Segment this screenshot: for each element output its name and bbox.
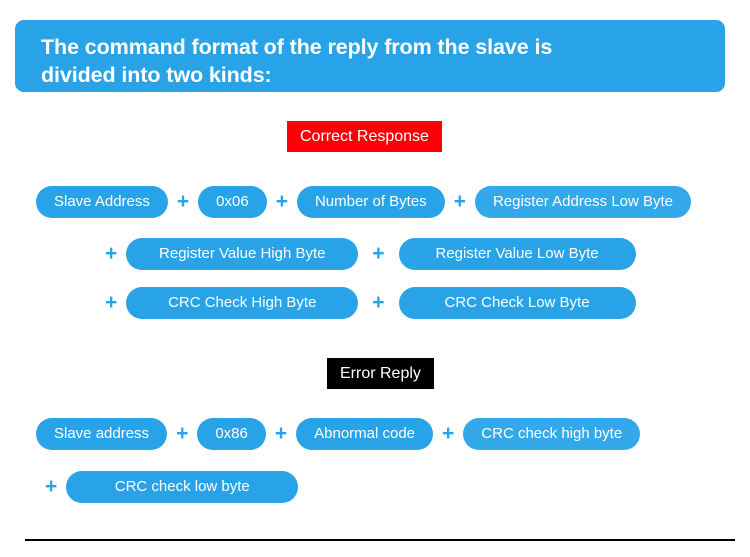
plus-separator-icon: + <box>453 190 466 213</box>
pill-slave-address: Slave Address <box>36 186 168 218</box>
pill-register-address-low-byte: Register Address Low Byte <box>474 186 692 218</box>
plus-separator-icon: + <box>105 291 118 314</box>
plus-separator-icon: + <box>45 475 58 498</box>
pill-crc-check-low-byte: CRC Check Low Byte <box>398 287 636 319</box>
pill-register-value-low-byte: Register Value Low Byte <box>398 238 636 270</box>
pill-number-of-bytes: Number of Bytes <box>296 186 445 218</box>
plus-separator-icon: + <box>176 422 189 445</box>
plus-separator-icon: + <box>372 242 385 265</box>
header-banner: The command format of the reply from the… <box>15 20 725 92</box>
pill-slave-address: Slave address <box>36 418 168 450</box>
correct-response-row-1: Slave Address + 0x06 + Number of Bytes +… <box>36 186 692 218</box>
error-reply-row-1: Slave address + 0x86 + Abnormal code + C… <box>36 418 641 450</box>
plus-separator-icon: + <box>274 422 288 445</box>
pill-abnormal-code: Abnormal code <box>296 418 434 450</box>
plus-separator-icon: + <box>275 190 288 213</box>
bottom-divider <box>25 539 735 541</box>
banner-line-1: The command format of the reply from the… <box>41 35 553 59</box>
banner-line-2: divided into two kinds: <box>41 63 272 87</box>
pill-crc-check-high-byte: CRC Check High Byte <box>126 287 359 319</box>
pill-crc-check-high-byte: CRC check high byte <box>463 418 641 450</box>
pill-crc-check-low-byte: CRC check low byte <box>66 471 299 503</box>
plus-separator-icon: + <box>442 422 455 445</box>
pill-error-function-code: 0x86 <box>197 418 266 450</box>
pill-register-value-high-byte: Register Value High Byte <box>126 238 359 270</box>
plus-separator-icon: + <box>176 190 190 213</box>
section-label-error-reply: Error Reply <box>327 358 434 389</box>
correct-response-row-2: + Register Value High Byte + Register Va… <box>96 238 636 270</box>
plus-separator-icon: + <box>105 242 118 265</box>
error-reply-row-2: + CRC check low byte <box>36 471 299 503</box>
plus-separator-icon: + <box>372 291 385 314</box>
correct-response-row-3: + CRC Check High Byte + CRC Check Low By… <box>96 287 636 319</box>
pill-function-code: 0x06 <box>198 186 267 218</box>
section-label-correct-response: Correct Response <box>287 121 442 152</box>
